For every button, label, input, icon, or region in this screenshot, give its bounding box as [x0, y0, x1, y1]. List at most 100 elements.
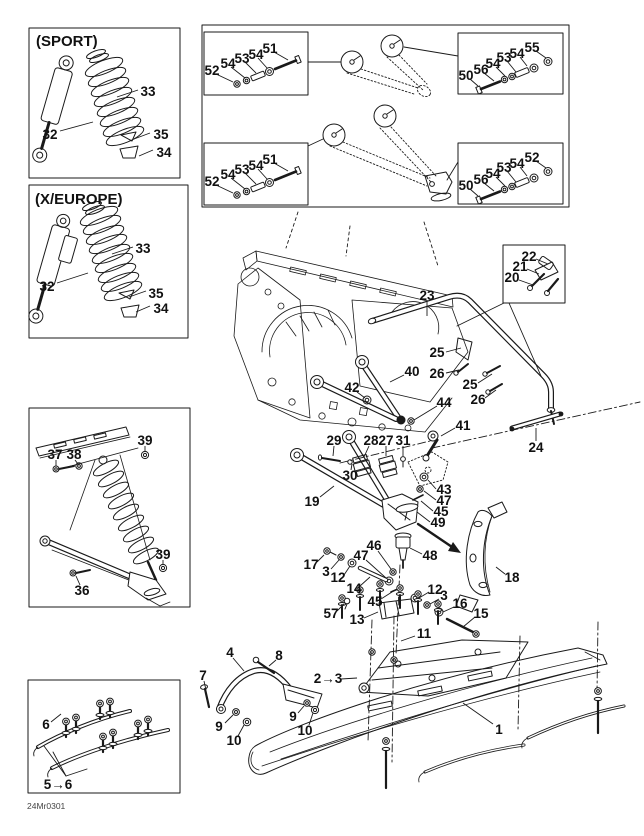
callout-42: 42 [344, 380, 359, 395]
sway-bar [367, 292, 556, 425]
callout-9: 9 [289, 709, 297, 724]
callout-28: 28 [363, 433, 379, 448]
runner-inset-box [27, 679, 181, 794]
callout-leader-33 [116, 89, 139, 98]
callout-leader-12 [343, 565, 351, 576]
callout-leader-47 [423, 490, 437, 501]
callout-leader-54 [495, 176, 506, 187]
callout-leader-47 [365, 559, 387, 579]
callout-leader-14 [359, 576, 371, 587]
callout-leader-40 [389, 374, 405, 383]
sport-spring [82, 52, 147, 151]
suspension-inset-box [28, 407, 191, 608]
callout-19: 19 [304, 494, 319, 509]
callout-leader-19 [319, 485, 335, 498]
callout-32: 32 [39, 279, 54, 294]
callout-leader-56 [483, 182, 495, 192]
callout-leader-28 [363, 445, 370, 458]
callout-leader-46 [377, 550, 392, 570]
callout-38: 38 [66, 447, 82, 462]
callout-26: 26 [429, 366, 445, 381]
callout-leader-1 [462, 702, 494, 725]
callout-36: 36 [74, 583, 90, 598]
callout-39: 39 [155, 547, 170, 562]
steering-knuckle-parts [339, 430, 461, 656]
callout-17: 17 [303, 557, 318, 572]
callout-33: 33 [140, 84, 156, 99]
callout-33: 33 [135, 241, 151, 256]
callout-leader-50 [469, 188, 479, 197]
spindle-leg [455, 501, 508, 613]
callout-leader-25 [445, 347, 462, 353]
callout-54: 54 [220, 56, 236, 71]
runner-inset [33, 696, 170, 778]
callout-leader-51 [273, 162, 289, 172]
callout-leader-44 [413, 405, 438, 421]
callout-leader-9 [224, 714, 234, 724]
callout-leader-53 [506, 60, 517, 73]
callout-leader-54 [495, 66, 506, 77]
callout-16: 16 [452, 596, 468, 611]
callout-14: 14 [346, 581, 362, 596]
sway-bar-clamp-parts [527, 255, 560, 296]
callout-leader-53 [244, 172, 257, 185]
kit-box-upper-left [203, 31, 309, 96]
callout-leader-45 [420, 500, 434, 512]
callout-54: 54 [485, 56, 501, 71]
callout-leader-26 [484, 389, 497, 399]
callout-57: 57 [323, 606, 338, 621]
callout-leader-55 [535, 50, 547, 59]
callout-leader-43 [427, 479, 437, 490]
callout-54: 54 [220, 167, 236, 182]
callout-56: 56 [473, 62, 489, 77]
callout-25: 25 [462, 377, 478, 392]
callout-leader-12 [418, 591, 430, 599]
spring-cup [119, 145, 139, 159]
callout-55: 55 [524, 40, 540, 55]
xeurope-shock-assembly [28, 200, 145, 324]
sport-inset-box [28, 27, 181, 179]
callout-leader-48 [409, 547, 423, 555]
callout-31: 31 [395, 433, 411, 448]
spring-stopper [118, 289, 135, 300]
callout-53: 53 [496, 50, 512, 65]
callout-3: 3 [322, 564, 330, 579]
callout-15: 15 [473, 606, 489, 621]
callout-leader-53 [244, 61, 257, 74]
kit-box-lower-left [203, 142, 309, 206]
callout-34: 34 [153, 301, 169, 316]
callout-40: 40 [404, 364, 419, 379]
callout-51: 51 [262, 41, 278, 56]
callout-47: 47 [353, 548, 368, 563]
callout-leader-3 [429, 598, 440, 605]
callout-leader-38 [74, 459, 79, 465]
callout-leader-7 [203, 680, 207, 691]
sway-bar-link-parts [453, 337, 503, 395]
callout-8: 8 [275, 648, 283, 663]
callout-leader-53 [506, 170, 517, 183]
callout-leader-52 [535, 160, 547, 169]
callout-leader-21 [526, 268, 540, 275]
callout-2→3: 2→3 [314, 671, 343, 686]
callout-41: 41 [455, 418, 471, 433]
callout-52: 52 [524, 150, 539, 165]
callout-10: 10 [297, 723, 312, 738]
callout-leader-3 [330, 559, 340, 570]
callout-leader-54 [257, 168, 268, 180]
callout-39: 39 [137, 433, 152, 448]
callout-52: 52 [204, 63, 219, 78]
xeurope-spring [77, 201, 145, 306]
callout-50: 50 [458, 68, 473, 83]
kit-box-upper-right [457, 32, 564, 95]
callout-25: 25 [429, 345, 445, 360]
callout-leader-10 [308, 712, 314, 726]
callout-leader-4 [232, 657, 245, 672]
ski-handle [200, 656, 323, 727]
callout-32: 32 [42, 127, 57, 142]
callout-48: 48 [422, 548, 438, 563]
callout-47: 47 [436, 493, 451, 508]
callout-leader-8 [268, 659, 277, 667]
callout-leader-52 [215, 73, 234, 83]
callout-leader-57 [336, 603, 345, 612]
